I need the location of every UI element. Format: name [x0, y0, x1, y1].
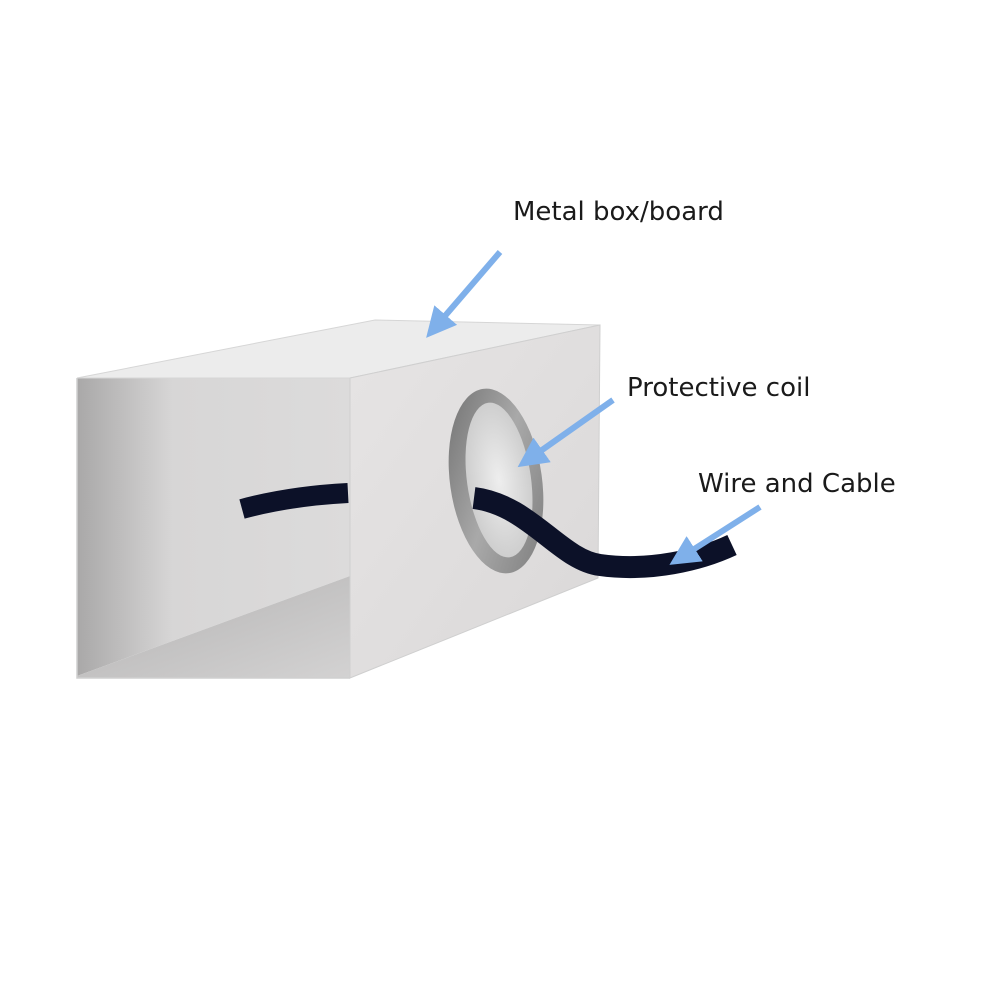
wire-cable-pointer-arrow: [669, 504, 762, 565]
wire-cable-label: Wire and Cable: [698, 469, 896, 499]
box-outline: [76, 378, 350, 679]
metal-box-label: Metal box/board: [513, 197, 724, 227]
cable-inner-segment: [239, 483, 349, 519]
box-inner-floor: [77, 576, 350, 678]
metal-box-pointer-arrow: [426, 250, 503, 338]
protective-coil-label: Protective coil: [627, 373, 811, 403]
protective-coil-pointer-arrow: [517, 397, 615, 468]
box-inner-back-wall: [77, 378, 350, 676]
